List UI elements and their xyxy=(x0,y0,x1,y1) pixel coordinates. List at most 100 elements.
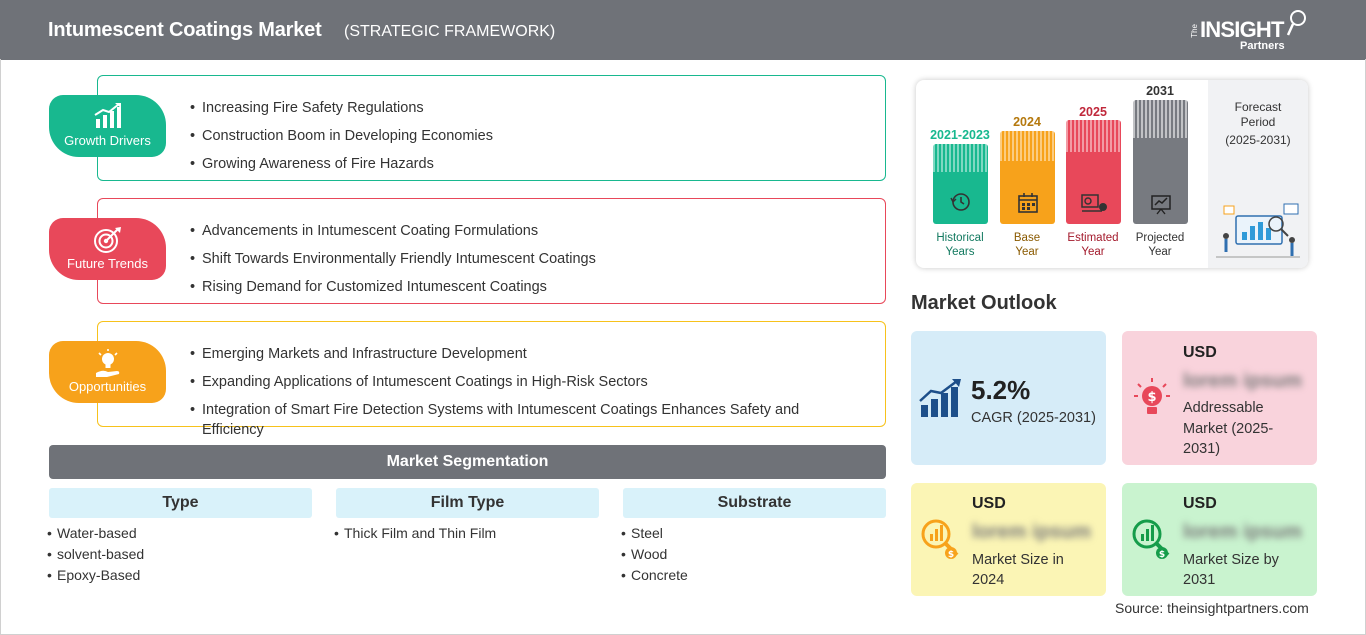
growth-drivers-label: Growth Drivers xyxy=(64,133,151,148)
logo-the-text: The xyxy=(1190,24,1199,38)
list-item: Construction Boom in Developing Economie… xyxy=(190,122,493,150)
timeline-caption-base-1: Base xyxy=(1013,232,1041,244)
logo-magnifier-icon xyxy=(1286,10,1306,36)
timeline-bar-estimated xyxy=(1066,120,1121,224)
addressable-caption-2: Market (2025- xyxy=(1183,421,1274,437)
future-trends-label: Future Trends xyxy=(67,256,148,271)
market-size-2031-card: $ USD lorem ipsum Market Size by 2031 xyxy=(1122,483,1317,596)
list-item: Water-based xyxy=(47,523,144,544)
logo-partners-text: Partners xyxy=(1240,40,1285,52)
list-item: Shift Towards Environmentally Friendly I… xyxy=(190,245,596,273)
size2024-value-blurred: lorem ipsum xyxy=(972,521,1091,543)
timeline-caption-estimated-2: Year xyxy=(1081,246,1105,258)
bar-stripes xyxy=(1066,120,1121,152)
list-item: solvent-based xyxy=(47,544,144,565)
size2024-caption-2: 2024 xyxy=(972,572,1005,588)
list-item: Wood xyxy=(621,544,688,565)
segment-header-type: Type xyxy=(49,488,312,518)
money-bulb-icon: $ xyxy=(1134,378,1170,414)
opportunities-card: Emerging Markets and Infrastructure Deve… xyxy=(97,321,886,438)
segment-list-type: Water-based solvent-based Epoxy-Based xyxy=(47,523,144,586)
forecast-range-label: (2025-2031) xyxy=(1225,133,1291,147)
forecast-analysis-illustration xyxy=(1216,203,1300,258)
market-size-2024-card: $ USD lorem ipsum Market Size in 2024 xyxy=(911,483,1106,596)
list-item: Emerging Markets and Infrastructure Deve… xyxy=(190,340,830,368)
timeline-caption-projected-2: Year xyxy=(1148,246,1172,258)
addressable-caption-1: Addressable xyxy=(1183,400,1264,416)
size2031-value-blurred: lorem ipsum xyxy=(1183,521,1302,543)
history-icon xyxy=(950,193,970,211)
cagr-card: 5.2% CAGR (2025-2031) xyxy=(911,331,1106,465)
timeline-year-base: 2024 xyxy=(1013,115,1041,129)
addressable-market-card: $ USD lorem ipsum Addressable Market (20… xyxy=(1122,331,1317,465)
timeline-panel: Forecast Period (2025-2031) 2021-2023 xyxy=(916,80,1308,268)
future-trends-list: Advancements in Intumescent Coating Form… xyxy=(190,217,596,301)
lightbulb-hand-icon xyxy=(96,349,120,377)
header-bar: Intumescent Coatings Market (STRATEGIC F… xyxy=(0,0,1366,60)
list-item: Expanding Applications of Intumescent Co… xyxy=(190,368,830,396)
size2031-caption-1: Market Size by xyxy=(1183,552,1279,568)
list-item: Rising Demand for Customized Intumescent… xyxy=(190,273,596,301)
cagr-caption: CAGR (2025-2031) xyxy=(971,410,1096,426)
growth-drivers-list: Increasing Fire Safety Regulations Const… xyxy=(190,94,493,178)
bar-stripes xyxy=(1000,131,1055,161)
future-trends-card: Advancements in Intumescent Coating Form… xyxy=(97,198,886,304)
timeline-year-projected: 2031 xyxy=(1146,84,1174,98)
timeline-bar-projected xyxy=(1133,100,1188,224)
size2024-usd-label: USD xyxy=(972,495,1006,512)
page-subtitle: (STRATEGIC FRAMEWORK) xyxy=(344,23,556,40)
growth-drivers-card: Increasing Fire Safety Regulations Const… xyxy=(97,75,886,181)
list-item: Integration of Smart Fire Detection Syst… xyxy=(190,400,830,440)
size2031-caption-2: 2031 xyxy=(1183,572,1216,588)
timeline-year-historical: 2021-2023 xyxy=(930,128,990,142)
future-trends-badge: Future Trends xyxy=(49,218,166,280)
logo-insight-text: INSIGHT xyxy=(1200,17,1284,42)
timeline-bar-historical xyxy=(933,144,988,224)
svg-text:$: $ xyxy=(1159,550,1165,560)
segment-list-film-type: Thick Film and Thin Film xyxy=(334,523,496,544)
size2031-usd-label: USD xyxy=(1183,495,1217,512)
segment-header-substrate: Substrate xyxy=(623,488,886,518)
timeline-caption-historical-1: Historical xyxy=(936,232,984,244)
bar-stripes xyxy=(1133,100,1188,138)
addressable-value-blurred: lorem ipsum xyxy=(1183,370,1302,392)
size2024-caption-1: Market Size in xyxy=(972,552,1064,568)
page-title: Intumescent Coatings Market xyxy=(48,19,322,41)
opportunities-list: Emerging Markets and Infrastructure Deve… xyxy=(190,340,830,440)
forecast-period-panel: Forecast Period (2025-2031) xyxy=(1208,80,1308,268)
svg-text:$: $ xyxy=(948,550,954,560)
addressable-caption-3: 2031) xyxy=(1183,441,1221,457)
list-item: Advancements in Intumescent Coating Form… xyxy=(190,217,596,245)
timeline-bar-base xyxy=(1000,131,1055,224)
svg-text:$: $ xyxy=(1147,390,1156,405)
opportunities-label: Opportunities xyxy=(68,379,147,394)
target-icon xyxy=(94,227,121,253)
timeline-caption-projected-1: Projected xyxy=(1135,232,1185,244)
list-item: Increasing Fire Safety Regulations xyxy=(190,94,493,122)
market-outlook-title: Market Outlook xyxy=(911,292,1057,314)
cagr-value: 5.2% xyxy=(971,375,1031,405)
growth-bars-icon xyxy=(919,379,961,417)
list-item: Epoxy-Based xyxy=(47,565,144,586)
segment-list-substrate: Steel Wood Concrete xyxy=(621,523,688,586)
calendar-icon xyxy=(1018,193,1038,213)
timeline-year-estimated: 2025 xyxy=(1079,105,1107,119)
list-item: Thick Film and Thin Film xyxy=(334,523,496,544)
list-item: Steel xyxy=(621,523,688,544)
forecast-period-label: Period xyxy=(1240,115,1276,129)
timeline-caption-base-2: Year xyxy=(1015,246,1039,258)
market-segmentation-title: Market Segmentation xyxy=(49,445,886,479)
growth-chart-icon xyxy=(94,103,121,128)
addressable-usd-label: USD xyxy=(1183,344,1217,361)
list-item: Growing Awareness of Fire Hazards xyxy=(190,150,493,178)
bar-stripes xyxy=(933,144,988,172)
insight-partners-logo[interactable]: The INSIGHT Partners xyxy=(1190,9,1310,53)
money-magnifier-icon: $ xyxy=(1132,519,1170,560)
money-magnifier-icon: $ xyxy=(921,519,959,560)
opportunities-badge: Opportunities xyxy=(49,341,166,403)
forecast-label: Forecast xyxy=(1234,100,1282,114)
timeline-caption-historical-2: Years xyxy=(945,246,975,258)
list-item: Concrete xyxy=(621,565,688,586)
source-link[interactable]: Source: theinsightpartners.com xyxy=(1115,600,1309,616)
growth-drivers-badge: Growth Drivers xyxy=(49,95,166,157)
